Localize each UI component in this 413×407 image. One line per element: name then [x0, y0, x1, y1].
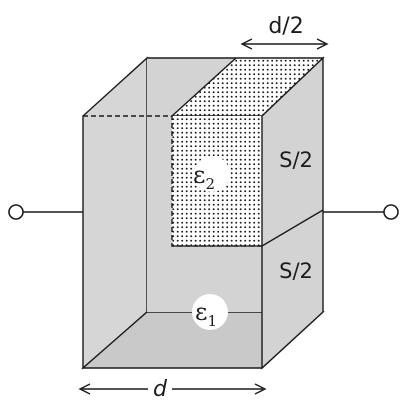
- left-terminal-node: [8, 204, 24, 220]
- dimension-bottom-arrow-right: [254, 383, 267, 395]
- epsilon2-subscript: 2: [205, 175, 215, 193]
- epsilon1-label-backdrop: [192, 294, 228, 330]
- right-plate-divider: [261, 209, 324, 247]
- epsilon1-subscript: 1: [207, 312, 217, 330]
- epsilon2-symbol: ε: [193, 161, 205, 189]
- left-terminal: [8, 204, 83, 220]
- dimension-bottom: d: [78, 377, 267, 402]
- dimension-bottom-arrow-left: [78, 383, 91, 395]
- lower-area-label: S/2: [279, 259, 313, 283]
- dimension-top: d/2: [240, 14, 329, 50]
- epsilon1-label: ε1: [195, 298, 217, 330]
- epsilon2-label-backdrop: [194, 156, 230, 192]
- right-terminal-node: [383, 204, 399, 220]
- dimension-top-arrow-left: [240, 38, 253, 50]
- epsilon1-symbol: ε: [195, 298, 207, 326]
- right-plate: [261, 56, 324, 370]
- right-terminal: [323, 204, 399, 220]
- dimension-top-arrow-right: [316, 38, 329, 50]
- epsilon2-label: ε2: [193, 161, 215, 193]
- dimension-top-label: d/2: [268, 14, 303, 39]
- back-face: [147, 58, 262, 312]
- upper-area-label: S/2: [279, 148, 313, 172]
- dimension-bottom-label: d: [153, 377, 168, 402]
